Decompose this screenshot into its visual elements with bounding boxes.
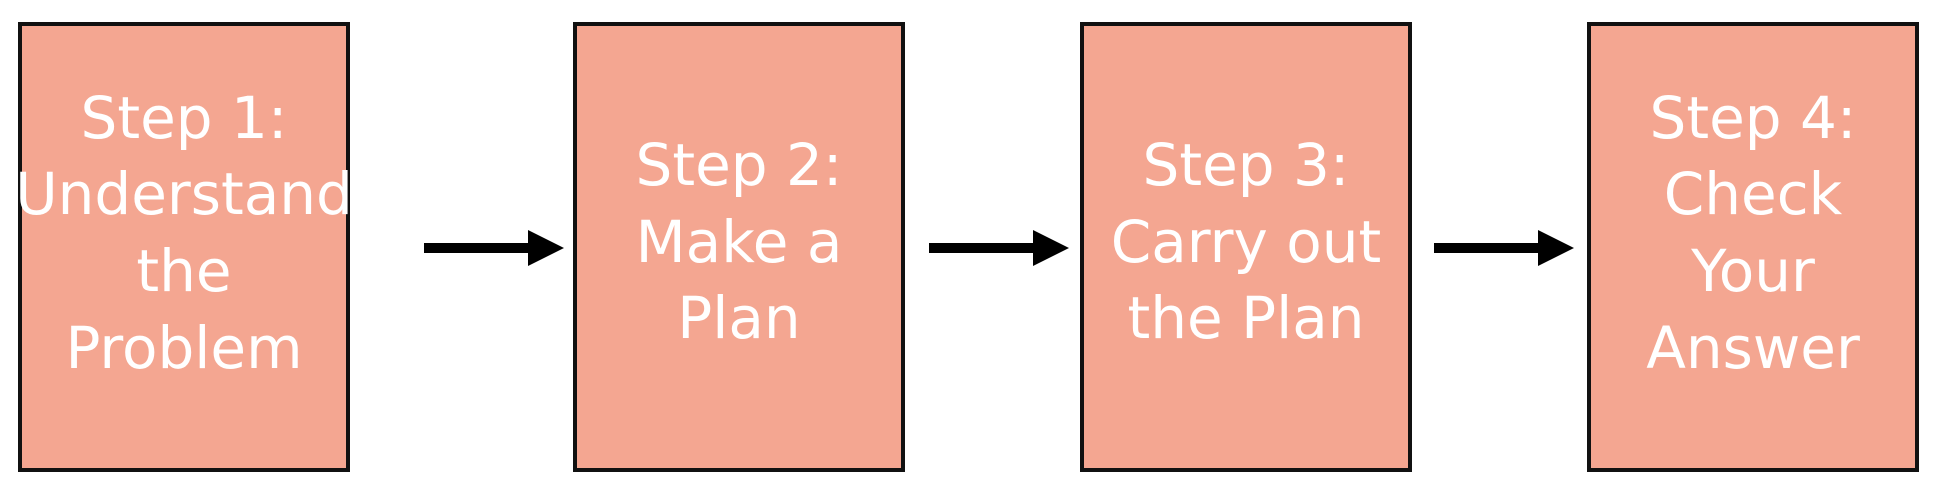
- step-2-line: Plan: [677, 284, 801, 353]
- step-1-line: the: [136, 237, 232, 305]
- arrow-right-icon: [424, 230, 564, 266]
- step-4-box: Step 4: Check Your Answer: [1587, 22, 1919, 472]
- step-2-box: Step 2: Make a Plan: [573, 22, 905, 472]
- step-1-box: Step 1: Understand the Problem: [15, 22, 353, 472]
- step-1-line: Understand: [15, 160, 353, 229]
- step-3-line: Carry out: [1110, 207, 1382, 276]
- arrow-right-icon: [929, 230, 1069, 266]
- step-2-line: Step 2:: [635, 131, 843, 200]
- arrow-right-icon: [1434, 230, 1574, 266]
- step-1-line: Step 1:: [80, 83, 288, 152]
- step-1-line: Problem: [65, 313, 303, 382]
- step-3-line: Step 3:: [1142, 131, 1350, 200]
- step-4-text: Step 4: Check Your Answer: [1646, 80, 1860, 386]
- step-3-box: Step 3: Carry out the Plan: [1080, 22, 1412, 472]
- step-3-line: the Plan: [1127, 284, 1365, 353]
- step-4-line: Your: [1691, 237, 1815, 305]
- step-4-line: Step 4:: [1649, 83, 1857, 152]
- step-4-line: Check: [1663, 160, 1843, 229]
- step-1-text: Step 1: Understand the Problem: [15, 80, 353, 386]
- step-3-text: Step 3: Carry out the Plan: [1111, 127, 1381, 357]
- step-4-line: Answer: [1646, 313, 1860, 382]
- step-2-text: Step 2: Make a Plan: [636, 127, 843, 357]
- step-2-line: Make a: [635, 207, 843, 276]
